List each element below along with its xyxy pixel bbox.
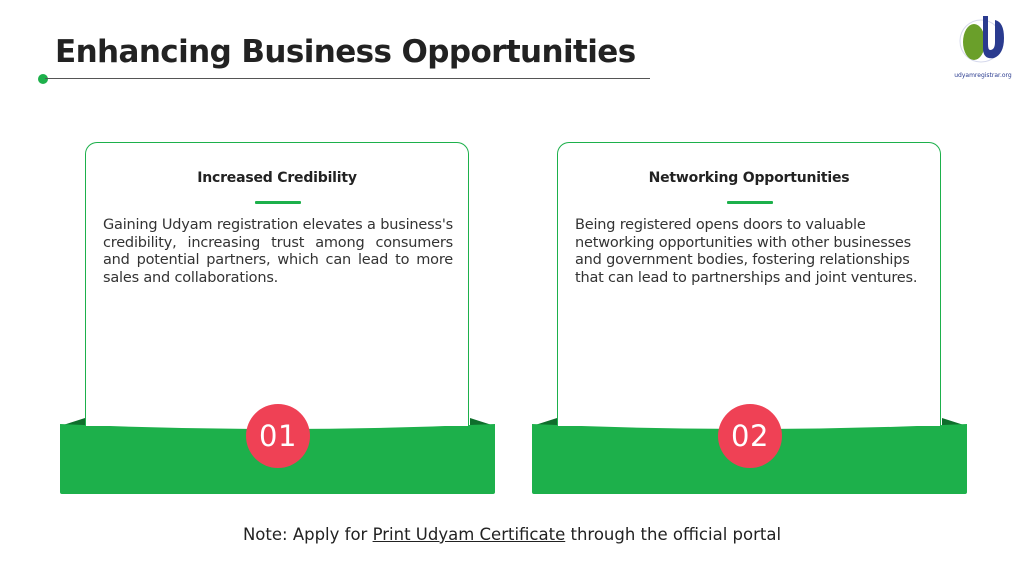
note-suffix: through the official portal	[565, 525, 782, 544]
card-number-badge: 02	[718, 404, 782, 468]
card-increased-credibility: Increased Credibility Gaining Udyam regi…	[60, 0, 495, 494]
title-accent-dot	[38, 74, 48, 84]
card-number-badge: 01	[246, 404, 310, 468]
card-heading-underline	[727, 201, 773, 204]
card-networking-opportunities: Networking Opportunities Being registere…	[532, 0, 967, 494]
brand-logo: udyamregistrar.org	[950, 12, 1016, 82]
card-body-text: Gaining Udyam registration elevates a bu…	[103, 217, 453, 286]
card-heading: Networking Opportunities	[648, 170, 850, 186]
title-divider	[45, 78, 650, 79]
card-panel: Increased Credibility Gaining Udyam regi…	[85, 142, 469, 426]
slide-title: Enhancing Business Opportunities	[55, 34, 636, 70]
card-heading-underline	[255, 201, 301, 204]
card-body-text: Being registered opens doors to valuable…	[575, 217, 918, 286]
print-certificate-link[interactable]: Print Udyam Certificate	[372, 525, 566, 544]
card-heading: Increased Credibility	[197, 170, 357, 186]
footer-note: Note: Apply for Print Udyam Certificate …	[0, 525, 1024, 544]
card-panel: Networking Opportunities Being registere…	[557, 142, 941, 426]
logo-caption: udyamregistrar.org	[954, 72, 1012, 79]
note-prefix: Note: Apply for	[242, 525, 373, 544]
udyam-registrar-logo-icon	[959, 16, 1004, 63]
